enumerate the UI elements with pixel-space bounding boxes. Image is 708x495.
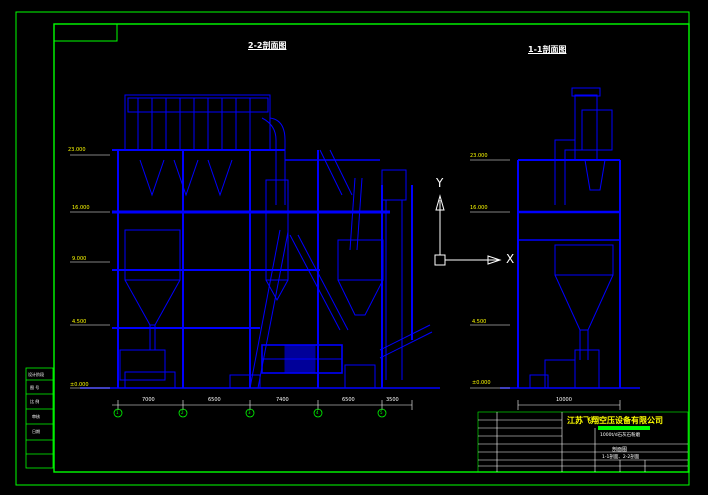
left-info-column (25, 367, 54, 469)
view-title-right: 1-1剖面图 (528, 45, 567, 54)
drawing-border (15, 11, 690, 486)
grid-axis-bubbles (113, 408, 387, 418)
side-label-4: 审核 (32, 414, 40, 419)
axis-label-4: 4 (316, 410, 319, 415)
side-label-1: 设计阶段 (28, 372, 44, 377)
right-elevation-ticks (470, 159, 510, 389)
ucs-x-label: X (506, 252, 515, 266)
elevation-right-1: 23.000 (470, 153, 488, 159)
axis-label-5: 5 (380, 410, 383, 415)
elevation-right-2: 16.000 (470, 205, 488, 211)
elevation-left-1: 23.000 (68, 147, 86, 153)
title-block-project: 1000t/d石灰石粉磨 (600, 433, 641, 438)
dim-left-4: 6500 (342, 397, 355, 403)
left-elevation-ticks (70, 154, 110, 389)
elevation-right-3: 4.500 (472, 319, 487, 325)
left-dimension-line (112, 400, 413, 410)
title-block-company: 江苏飞翔空压设备有限公司 (567, 416, 663, 425)
dim-left-5: 3500 (386, 397, 399, 403)
dim-left-3: 7400 (276, 397, 289, 403)
elevation-left-2: 16.000 (72, 205, 90, 211)
left-section-view (80, 94, 440, 389)
elevation-right-4: ±0.000 (472, 380, 491, 386)
view-title-left: 2-2剖面图 (248, 41, 287, 50)
elevation-left-5: ±0.000 (70, 382, 89, 388)
dim-left-1: 7000 (142, 397, 155, 403)
axis-label-1: 1 (116, 410, 119, 415)
side-label-2: 图 号 (30, 385, 40, 390)
title-block-highlight (598, 426, 650, 430)
right-section-view (500, 87, 640, 389)
title-block (477, 411, 689, 473)
elevation-left-4: 4.500 (72, 319, 87, 325)
right-dimension-line (517, 400, 621, 410)
elevation-left-3: 9.000 (72, 256, 87, 262)
dim-left-2: 6500 (208, 397, 221, 403)
side-label-3: 比 例 (30, 399, 40, 404)
title-block-drawing-sub: 1-1剖面、2-2剖面 (602, 455, 640, 460)
dim-right: 10000 (556, 397, 572, 403)
side-label-5: 日期 (32, 429, 40, 434)
ucs-icon (434, 194, 502, 266)
title-block-drawing-name: 剖面图 (612, 447, 628, 453)
ucs-y-label: Y (436, 176, 444, 190)
axis-label-2: 2 (181, 410, 184, 415)
axis-label-3: 3 (248, 410, 251, 415)
